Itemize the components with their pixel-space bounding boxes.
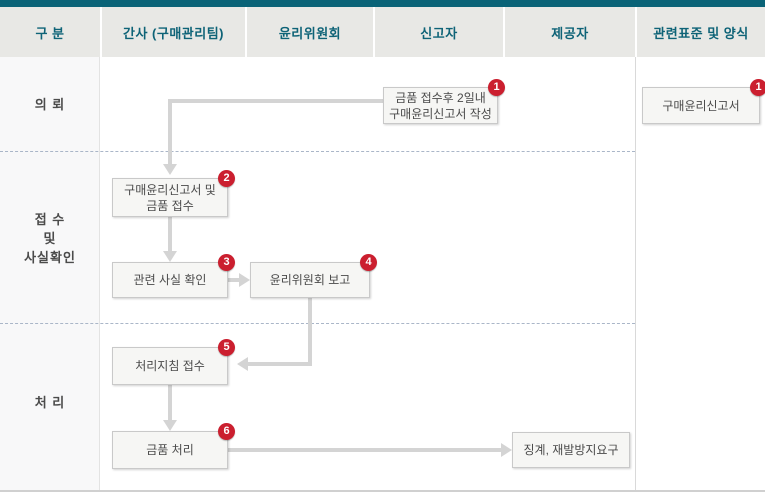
arrow-5-head-down-icon [163,420,177,431]
arrow-5-vertical [168,385,172,422]
arrow-3-horizontal [228,278,241,282]
arrow-2-head-down-icon [163,251,177,262]
flow-box-report-receive-line-1: 구매윤리신고서 및 [124,182,216,197]
row-label-processing: 처 리 [0,393,100,412]
step-badge-1: 1 [488,79,505,96]
header-cell-category: 구 분 [0,7,100,57]
step-badge-5: 5 [218,339,235,356]
form-box-ethics-report-line-1: 구매윤리신고서 [662,98,740,113]
header-cell-reporter: 신고자 [375,7,503,57]
row-label-receipt-line-2: 및 [43,231,57,246]
bottom-border [0,490,765,492]
flow-box-fact-check: 3 관련 사실 확인 [112,254,235,298]
flow-box-committee-report-line-1: 윤리위원회 보고 [269,273,351,287]
flow-box-item-handling-line-1: 금품 처리 [146,443,194,457]
flow-box-item-handling: 6 금품 처리 [112,423,235,469]
flow-box-report-write: 1 금품 접수후 2일내 구매윤리신고서 작성 [383,79,505,124]
row-label-receipt-line-3: 사실확인 [24,250,76,265]
flow-box-fact-check-line-1: 관련 사실 확인 [133,273,207,287]
row-label-request: 의 뢰 [0,95,100,114]
flow-box-discipline-request-line-1: 징계, 재발방지요구 [523,443,619,457]
header-cell-standards: 관련표준 및 양식 [637,7,765,57]
arrow-6-horizontal [228,448,502,452]
flow-box-committee-report: 4 윤리위원회 보고 [250,254,377,298]
standards-lane-divider [635,57,636,490]
step-badge-2: 2 [218,170,235,187]
arrow-1-head-down-icon [163,164,177,175]
arrow-1-vertical [168,99,172,165]
flow-box-discipline-request: 징계, 재발방지요구 [512,432,630,468]
arrow-2-vertical [168,217,172,253]
arrow-1-horizontal [168,99,383,103]
step-badge-3: 3 [218,254,235,271]
row-label-receipt-line-1: 접 수 [34,212,66,227]
flow-box-report-write-line-1: 금품 접수후 2일내 [395,90,486,105]
row-label-request-text: 의 뢰 [34,97,66,112]
header-cell-secretary: 간사 (구매관리팀) [102,7,245,57]
flow-box-report-receive-line-2: 금품 접수 [146,198,194,213]
phase-divider-1 [0,151,635,152]
flow-box-report-receive: 2 구매윤리신고서 및 금품 접수 [112,170,235,217]
row-label-processing-text: 처 리 [34,395,66,410]
arrow-4-vertical [308,298,312,366]
flow-box-guideline-receive: 5 처리지침 접수 [112,339,235,385]
flow-box-report-write-line-2: 구매윤리신고서 작성 [389,106,492,121]
header-cell-ethics-committee: 윤리위원회 [247,7,373,57]
arrow-6-head-right-icon [501,443,512,457]
step-badge-4: 4 [360,254,377,271]
arrow-4-horizontal [248,362,312,366]
form-badge-1: 1 [750,79,765,96]
flow-box-guideline-receive-line-1: 처리지침 접수 [135,359,205,373]
row-label-receipt: 접 수 및 사실확인 [0,210,100,267]
arrow-3-head-right-icon [239,273,250,287]
top-accent-bar [0,0,765,7]
phase-divider-2 [0,323,635,324]
step-badge-6: 6 [218,423,235,440]
form-box-ethics-report: 1 구매윤리신고서 [642,79,765,124]
header-cell-provider: 제공자 [505,7,635,57]
category-lane-background [0,57,100,490]
arrow-4-head-left-icon [237,357,248,371]
